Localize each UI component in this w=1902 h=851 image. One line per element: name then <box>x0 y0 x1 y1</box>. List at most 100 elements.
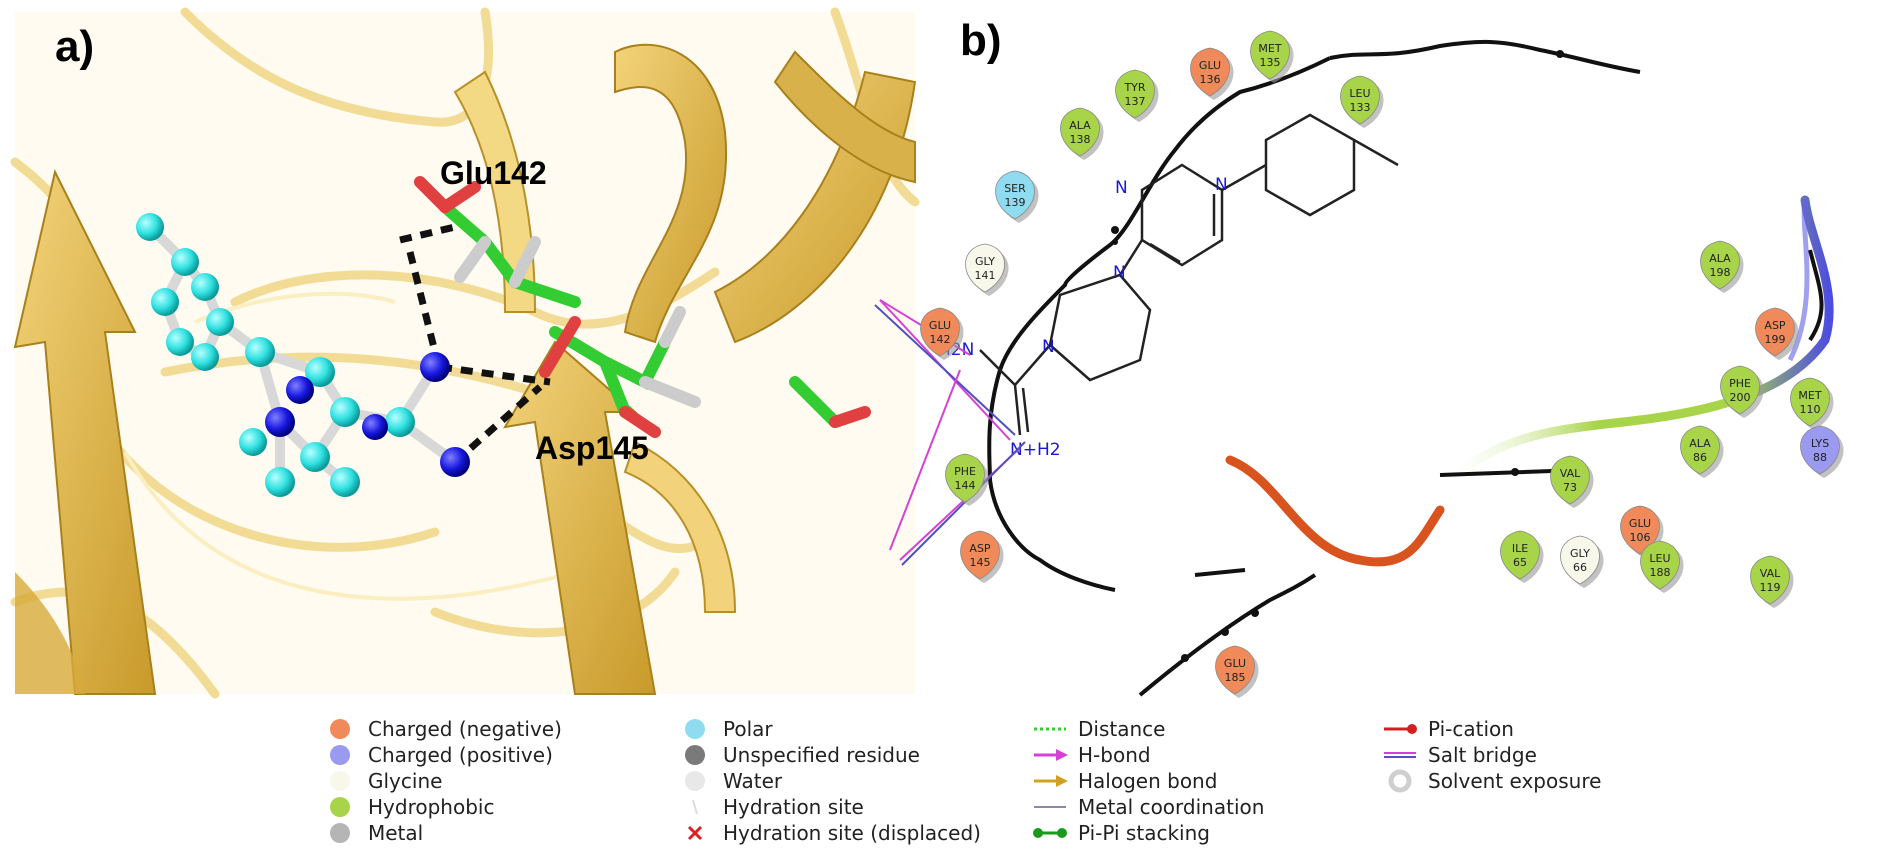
svg-text:N: N <box>1115 178 1128 198</box>
svg-text:GLU: GLU <box>1629 517 1651 530</box>
legend-pi-cation: Pi-cation <box>1380 716 1601 742</box>
svg-text:119: 119 <box>1760 581 1781 594</box>
svg-text:MET: MET <box>1258 42 1281 55</box>
svg-text:LEU: LEU <box>1649 552 1670 565</box>
legend-hydration-site: Hydration site <box>675 794 981 820</box>
svg-text:86: 86 <box>1693 451 1707 464</box>
legend-charged-negative: Charged (negative) <box>320 716 562 742</box>
legend-col-residue-types: Charged (negative) Charged (positive) Gl… <box>320 716 562 846</box>
asp145-label: Asp145 <box>535 430 649 466</box>
legend-solvent-exposure: Solvent exposure <box>1380 768 1601 794</box>
legend-charged-positive: Charged (positive) <box>320 742 562 768</box>
svg-text:110: 110 <box>1800 403 1821 416</box>
svg-text:139: 139 <box>1005 196 1026 209</box>
svg-text:133: 133 <box>1350 101 1371 114</box>
panel-a-label: a) <box>55 22 95 71</box>
protein-ribbon-render <box>10 7 920 699</box>
svg-text:136: 136 <box>1200 73 1221 86</box>
ligand-2d-structure <box>979 113 1399 436</box>
svg-text:66: 66 <box>1573 561 1587 574</box>
svg-text:188: 188 <box>1650 566 1671 579</box>
svg-text:88: 88 <box>1813 451 1827 464</box>
svg-text:GLY: GLY <box>1570 547 1590 560</box>
legend-metal-coordination: Metal coordination <box>1034 795 1265 819</box>
svg-text:VAL: VAL <box>1560 467 1581 480</box>
svg-text:137: 137 <box>1125 95 1146 108</box>
svg-text:200: 200 <box>1730 391 1751 404</box>
residue-layer: GLU136MET135TYR137LEU133ALA138SER139GLY1… <box>920 30 1844 698</box>
legend: Charged (negative) Charged (positive) Gl… <box>320 716 1880 848</box>
svg-text:MET: MET <box>1798 389 1821 402</box>
pocket-negative-edge <box>1225 455 1445 567</box>
svg-text:142: 142 <box>930 333 951 346</box>
legend-polar: Polar <box>675 716 981 742</box>
legend-pi-pi-stacking: Pi-Pi stacking <box>1030 820 1264 846</box>
svg-text:141: 141 <box>975 269 996 282</box>
svg-text:185: 185 <box>1225 671 1246 684</box>
legend-halogen-bond: Halogen bond <box>1030 768 1264 794</box>
legend-hydration-site-displaced: Hydration site (displaced) <box>675 820 981 846</box>
svg-text:135: 135 <box>1260 56 1281 69</box>
svg-text:138: 138 <box>1070 133 1091 146</box>
beta-strand-arrow-center <box>503 340 657 695</box>
panel-a-3d-view: a) Glu142 Asp145 <box>10 7 920 699</box>
legend-col-interactions: Distance H-bond Halogen bond Metal coord… <box>1030 716 1264 846</box>
svg-text:VAL: VAL <box>1760 567 1781 580</box>
svg-text:106: 106 <box>1630 531 1651 544</box>
hbond-dashes <box>399 223 551 465</box>
svg-text:PHE: PHE <box>1729 377 1751 390</box>
svg-text:ALA: ALA <box>1689 437 1711 450</box>
ligand-atoms <box>136 213 470 497</box>
legend-distance: Distance <box>1034 717 1166 741</box>
svg-text:ASP: ASP <box>969 542 991 555</box>
svg-text:GLU: GLU <box>929 319 951 332</box>
svg-text:N: N <box>1042 337 1055 357</box>
svg-text:ALA: ALA <box>1069 119 1091 132</box>
legend-metal: Metal <box>320 820 562 846</box>
svg-text:198: 198 <box>1710 266 1731 279</box>
backbone-left <box>987 56 1331 592</box>
svg-text:ASP: ASP <box>1764 319 1786 332</box>
residue-sticks <box>414 176 701 438</box>
legend-hydrophobic: Hydrophobic <box>320 794 562 820</box>
svg-text:145: 145 <box>970 556 991 569</box>
legend-col-residue-types-2: Polar Unspecified residue Water Hydratio… <box>675 716 981 846</box>
svg-text:73: 73 <box>1563 481 1577 494</box>
interaction-diagram-svg: N N N N H2N N+H2 GLU136MET135TYR137LEU13… <box>874 30 1844 698</box>
panel-b-interaction-diagram: N N N N H2N N+H2 GLU136MET135TYR137LEU13… <box>874 10 1890 710</box>
svg-text:GLU: GLU <box>1224 657 1246 670</box>
svg-text:SER: SER <box>1004 182 1026 195</box>
legend-salt-bridge: Salt bridge <box>1384 743 1537 767</box>
svg-text:199: 199 <box>1765 333 1786 346</box>
legend-glycine: Glycine <box>320 768 562 794</box>
hbond-arrows <box>874 299 1026 566</box>
svg-text:N: N <box>1113 263 1126 283</box>
svg-text:GLU: GLU <box>1199 59 1221 72</box>
svg-text:TYR: TYR <box>1123 81 1145 94</box>
svg-text:144: 144 <box>955 479 976 492</box>
legend-water: Water <box>675 768 981 794</box>
svg-text:ALA: ALA <box>1709 252 1731 265</box>
svg-text:PHE: PHE <box>954 465 976 478</box>
glu142-label: Glu142 <box>440 155 547 191</box>
backbone-top <box>1329 39 1641 74</box>
legend-hbond: H-bond <box>1030 742 1264 768</box>
legend-col-interactions-2: Pi-cation Salt bridge Solvent exposure <box>1380 716 1601 794</box>
svg-text:LEU: LEU <box>1349 87 1370 100</box>
